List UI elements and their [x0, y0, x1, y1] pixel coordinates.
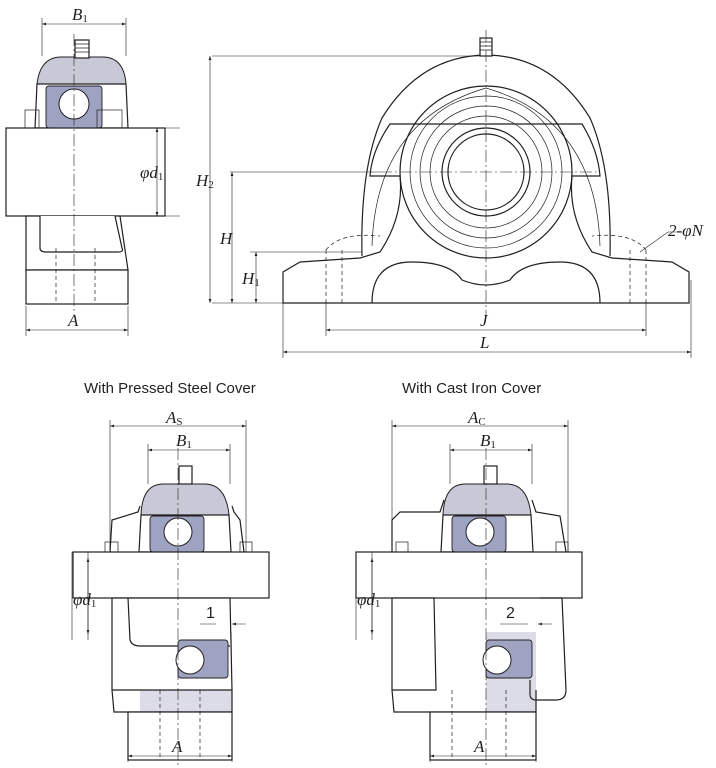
label-phi-d1-cast: φd1 [357, 590, 380, 610]
side-view [5, 18, 180, 336]
label-h2: H2 [195, 171, 214, 191]
label-a-cast: A [473, 737, 485, 756]
label-n: 2-φN [668, 221, 705, 240]
caption-cast-iron: With Cast Iron Cover [402, 380, 541, 397]
label-phi-d1-top: φd1 [140, 163, 163, 183]
label-b1: B1 [72, 5, 88, 25]
label-ac: AC [467, 408, 486, 428]
label-a-steel: A [171, 737, 183, 756]
label-h: H [219, 229, 234, 248]
caption-pressed-steel: With Pressed Steel Cover [84, 380, 256, 397]
label-phi-d1-steel: φd1 [73, 590, 96, 610]
pressed-steel-view [71, 420, 270, 765]
label-a-top: A [67, 311, 79, 330]
housing-cap-steel [140, 483, 230, 516]
label-as: AS [165, 408, 183, 428]
label-l: L [479, 333, 489, 352]
label-h1: H1 [241, 269, 260, 289]
grease-nipple [74, 39, 90, 59]
grease-nipple-cast [483, 465, 498, 485]
front-view [208, 30, 692, 358]
cast-iron-view [355, 420, 583, 765]
label-b1-cast: B1 [480, 431, 496, 451]
housing-base [25, 269, 129, 305]
label-j: J [480, 311, 489, 330]
shaft [5, 127, 166, 217]
label-gap-cast: 2 [506, 605, 515, 622]
label-gap-steel: 1 [206, 605, 215, 622]
shaft-steel [72, 551, 270, 599]
housing-cap-cast [442, 483, 532, 516]
grease-nipple-steel [178, 465, 193, 485]
pressed-steel-cover [109, 505, 245, 553]
housing-cap [36, 56, 127, 85]
shaft-cast [355, 551, 583, 599]
label-b1-steel: B1 [176, 431, 192, 451]
